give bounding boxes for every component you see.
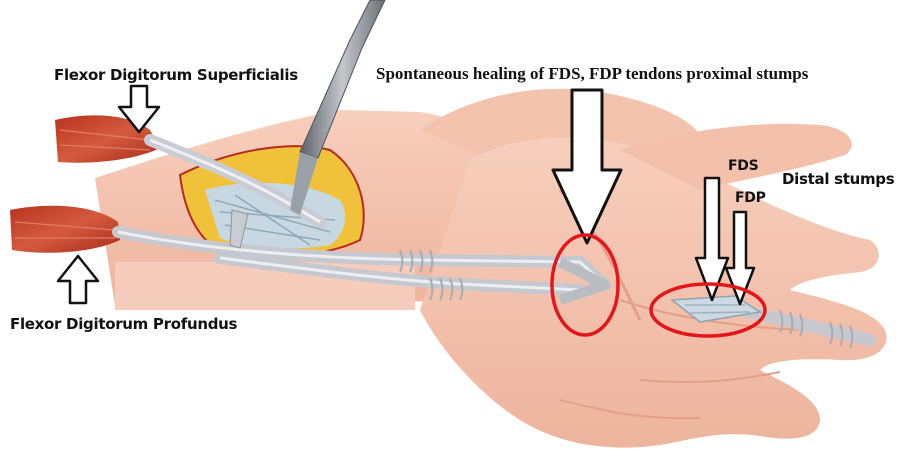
arrow-up-icon — [58, 256, 98, 303]
distal-stumps-label: Distal stumps — [782, 170, 894, 188]
spontaneous-healing-label: Spontaneous healing of FDS, FDP tendons … — [376, 64, 808, 84]
fds-stump-label: FDS — [728, 158, 758, 174]
flexor-profundus-label: Flexor Digitorum Profundus — [10, 315, 237, 333]
flexor-superficialis-label: Flexor Digitorum Superficialis — [54, 66, 298, 84]
fdp-stump-label: FDP — [735, 190, 766, 206]
